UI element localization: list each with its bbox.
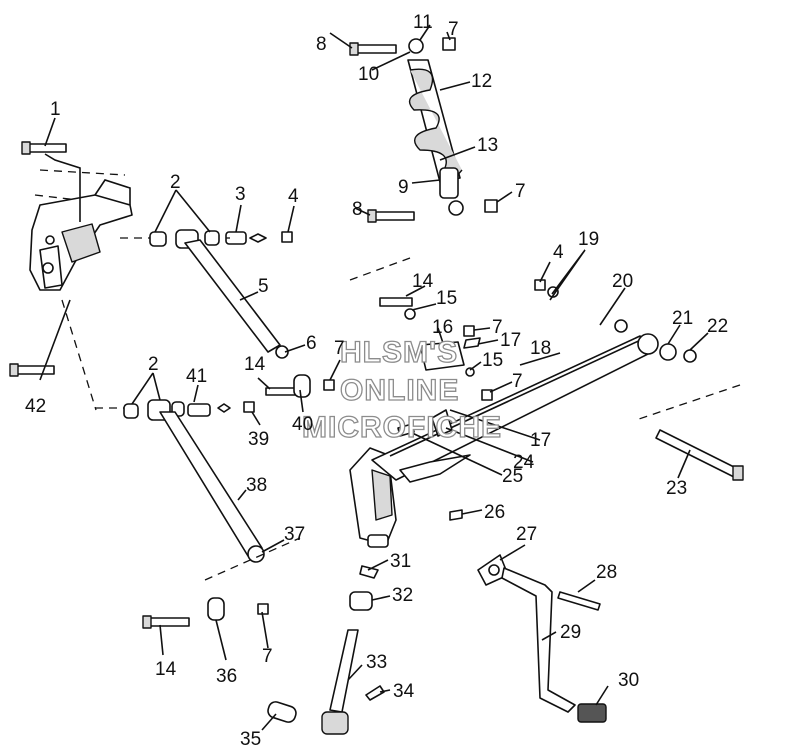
callout-30: 30 — [618, 670, 639, 691]
watermark: HLSM'S ONLINE MICROFICHE — [301, 335, 502, 444]
callout-26: 26 — [484, 502, 505, 523]
callout-6: 6 — [306, 333, 317, 354]
callout-7: 7 — [334, 338, 345, 359]
callout-19: 19 — [578, 229, 599, 250]
watermark-line-2: ONLINE — [340, 374, 459, 407]
callout-15: 15 — [482, 350, 503, 371]
callout-3: 3 — [235, 184, 246, 205]
upper-a-arm — [120, 229, 293, 359]
callout-33: 33 — [366, 652, 387, 673]
callout-36: 36 — [216, 666, 237, 687]
callout-5: 5 — [258, 276, 269, 297]
callout-14: 14 — [412, 271, 434, 292]
callout-17: 17 — [500, 330, 521, 351]
callout-10: 10 — [358, 64, 379, 85]
steering-knuckle — [267, 447, 397, 735]
callout-1: 1 — [50, 99, 61, 120]
callout-4: 4 — [553, 242, 564, 263]
watermark-line-3: MICROFICHE — [302, 411, 502, 444]
callout-2: 2 — [148, 354, 159, 375]
callout-42: 42 — [25, 396, 46, 417]
lower-a-arm — [95, 399, 265, 563]
callout-2: 2 — [170, 172, 181, 193]
stabilizer-link — [477, 554, 607, 723]
mount-bracket — [379, 297, 493, 521]
callout-41: 41 — [186, 366, 207, 387]
callout-14: 14 — [244, 354, 266, 375]
callout-15: 15 — [436, 288, 457, 309]
callout-13: 13 — [477, 135, 498, 156]
callout-4: 4 — [288, 186, 299, 207]
reference-lines — [61, 237, 741, 581]
frame-bracket — [29, 169, 133, 291]
callout-labels: 1 2 2 3 4 4 5 6 7 7 7 7 7 7 8 8 9 10 11 … — [25, 12, 728, 749]
callout-9: 9 — [398, 177, 409, 198]
bolt-42 — [9, 363, 55, 377]
bolt-23 — [655, 429, 744, 481]
callout-34: 34 — [393, 681, 415, 702]
callout-7: 7 — [492, 317, 503, 338]
callout-12: 12 — [471, 71, 492, 92]
shock-absorber — [349, 37, 498, 223]
callout-22: 22 — [707, 316, 728, 337]
swing-arm — [371, 319, 697, 483]
bolt-1 — [21, 141, 67, 155]
callout-7: 7 — [448, 19, 459, 40]
callout-7: 7 — [512, 371, 523, 392]
callout-17: 17 — [530, 430, 551, 451]
callout-8: 8 — [316, 34, 327, 55]
callout-28: 28 — [596, 562, 617, 583]
watermark-line-1: HLSM'S — [340, 336, 458, 369]
callout-20: 20 — [612, 271, 633, 292]
small-hardware — [142, 279, 559, 629]
callout-18: 18 — [530, 338, 551, 359]
callout-35: 35 — [240, 729, 261, 749]
callout-40: 40 — [292, 414, 313, 435]
callout-11: 11 — [413, 12, 433, 33]
callout-23: 23 — [666, 478, 687, 499]
callout-38: 38 — [246, 475, 267, 496]
callout-8: 8 — [352, 199, 363, 220]
callout-39: 39 — [248, 429, 269, 450]
callout-37: 37 — [284, 524, 305, 545]
callout-31: 31 — [390, 551, 411, 572]
leader-lines — [39, 24, 709, 731]
callout-27: 27 — [516, 524, 537, 545]
callout-16: 16 — [432, 317, 453, 338]
callout-25: 25 — [502, 466, 523, 487]
callout-7: 7 — [262, 646, 273, 667]
callout-24: 24 — [513, 452, 535, 473]
callout-32: 32 — [392, 585, 413, 606]
callout-14: 14 — [155, 659, 177, 680]
callout-21: 21 — [672, 308, 693, 329]
callout-29: 29 — [560, 622, 581, 643]
callout-7: 7 — [515, 181, 526, 202]
